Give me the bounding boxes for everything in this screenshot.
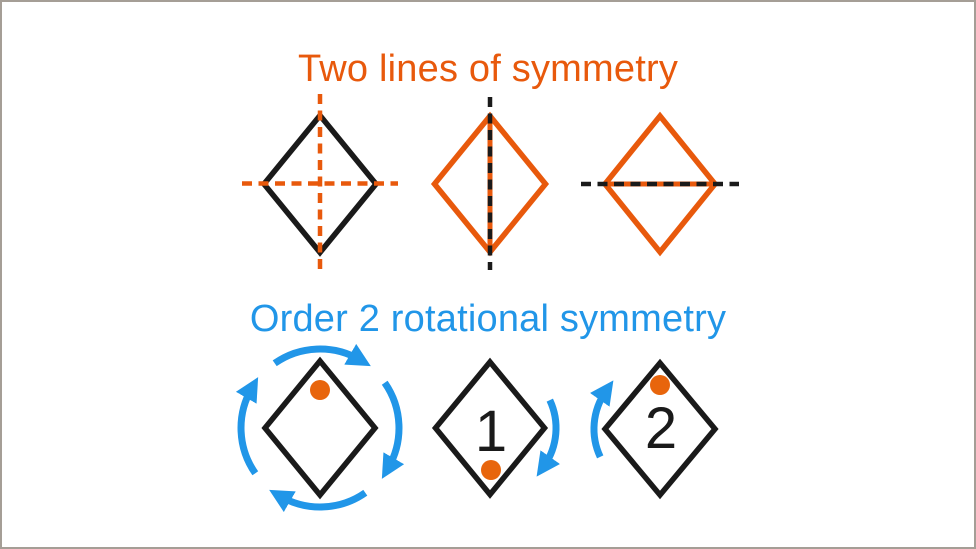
figure-rotation-position-1 <box>431 357 560 499</box>
line-symmetry-title: Two lines of symmetry <box>297 48 679 90</box>
figure-diamond-vertical-fold <box>430 97 550 270</box>
rotation-arrow-right-icon <box>536 398 560 477</box>
rotation-arrow-right-icon <box>381 380 405 479</box>
rotation-arrow-left-icon <box>235 377 259 476</box>
figure-rotation-position-2 <box>590 358 719 500</box>
rotation-position-2-label: 2 <box>644 396 678 461</box>
rotation-arrow-top-icon <box>272 343 371 367</box>
orange-diamond-outline <box>601 111 719 257</box>
rotational-symmetry-title: Order 2 rotational symmetry <box>249 298 727 340</box>
rotation-arrow-left-icon <box>590 380 614 459</box>
figure-diamond-two-fold-lines <box>242 94 398 274</box>
rotation-arrow-bottom-icon <box>269 489 368 513</box>
black-diamond-outline <box>431 357 549 499</box>
marker-dot <box>310 380 330 400</box>
rotation-position-1-label: 1 <box>474 399 508 464</box>
figure-diamond-horizontal-fold <box>581 111 739 257</box>
black-diamond-outline <box>601 358 719 500</box>
marker-dot <box>650 375 670 395</box>
marker-dot <box>481 460 501 480</box>
black-diamond-outline <box>261 356 379 500</box>
figure-rotation-start <box>235 343 405 513</box>
